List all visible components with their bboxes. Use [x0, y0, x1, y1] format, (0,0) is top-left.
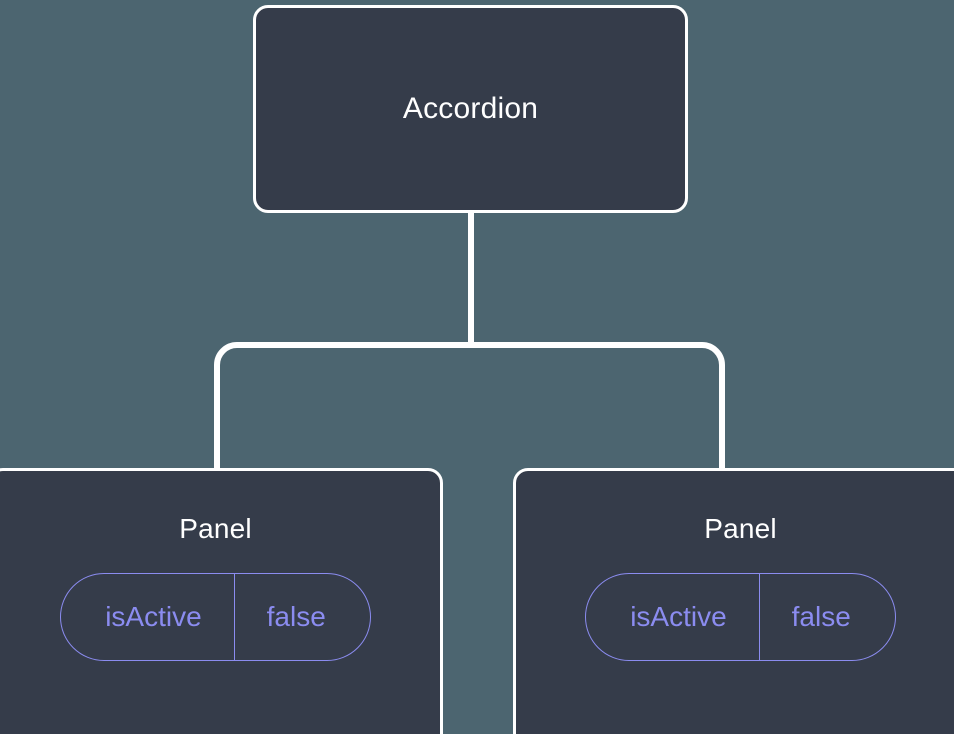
edge-branch-left [214, 342, 471, 470]
node-accordion[interactable]: Accordion [253, 5, 688, 213]
prop-value: false [758, 574, 895, 660]
prop-value: false [233, 574, 370, 660]
node-title: Panel [704, 513, 777, 544]
prop-key: isActive [105, 601, 202, 632]
prop-pill-isactive[interactable]: isActive false [60, 573, 371, 661]
node-title: Accordion [402, 92, 539, 125]
prop-pill-isactive[interactable]: isActive false [585, 573, 896, 661]
node-panel-right[interactable]: Panel isActive false [513, 468, 954, 734]
prop-key: isActive [630, 601, 727, 632]
edge-branch-right [471, 342, 725, 470]
node-panel-left[interactable]: Panel isActive false [0, 468, 443, 734]
node-title: Panel [179, 513, 252, 544]
